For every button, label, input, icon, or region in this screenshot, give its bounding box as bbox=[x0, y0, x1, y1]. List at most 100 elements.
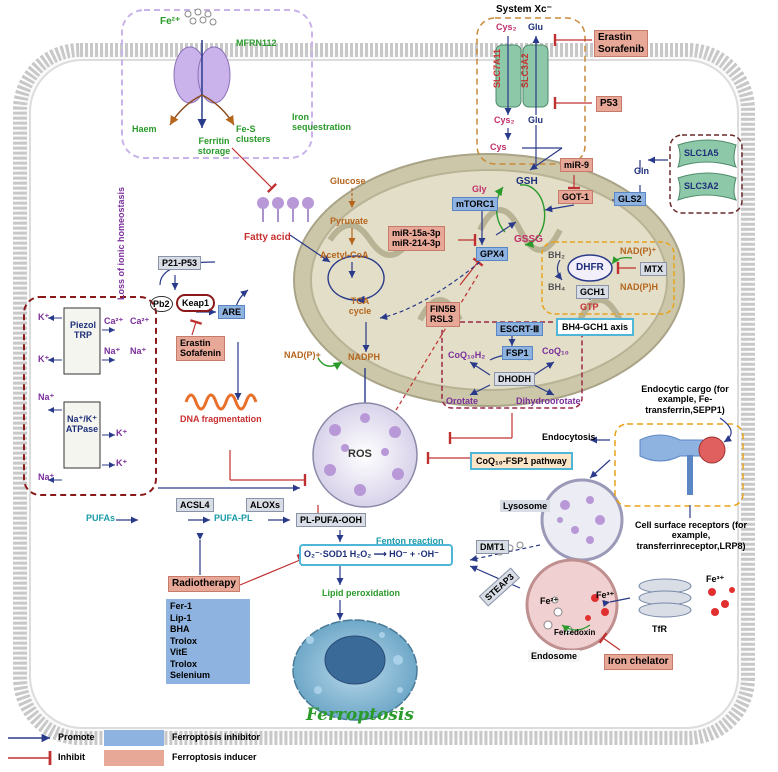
coq-pathway-box: CoQ₁₀-FSP1 pathway bbox=[470, 452, 573, 471]
gls2-box: GLS2 bbox=[614, 192, 646, 207]
got1-box: GOT-1 bbox=[558, 190, 594, 205]
bh4-label: BH₄ bbox=[548, 282, 566, 292]
mtx-box: MTX bbox=[640, 262, 667, 277]
slc7a11-label: SLC7A11 bbox=[492, 48, 502, 88]
atpase-label: Na⁺/K⁺ ATPase bbox=[65, 414, 99, 435]
k-label-4: K⁺ bbox=[116, 458, 128, 468]
legend-inhibitor: Ferroptosis inhibitor bbox=[172, 732, 261, 742]
pyruvate-label: Pyruvate bbox=[330, 216, 369, 226]
pufas-label: PUFAs bbox=[86, 513, 116, 523]
nadph-label: NADPH bbox=[348, 352, 381, 362]
fenton-reaction: O₂⁻·SOD1 H₂O₂ ⟶ HO⁻ + ·OH⁻ bbox=[304, 549, 439, 559]
pb2-label: Pb2 bbox=[150, 296, 173, 313]
inhibitor-lip1: Lip-1 bbox=[170, 612, 192, 623]
slc1a5-label: SLC1A5 bbox=[684, 148, 719, 158]
cys2-bottom: Cys₂ bbox=[494, 115, 515, 125]
tfr-label: TfR bbox=[652, 624, 667, 634]
p21-p53-box: P21-P53 bbox=[158, 256, 202, 271]
ca-label-2: Ca²⁺ bbox=[130, 316, 150, 326]
gch1-box: GCH1 bbox=[576, 285, 610, 300]
system-xc-title: System Xc⁻ bbox=[496, 4, 552, 15]
acetyl-coa-label: Acetyl-CoA bbox=[320, 250, 369, 260]
endo-fe2-label: Fe²⁺ bbox=[540, 596, 559, 606]
acsl4-box: ACSL4 bbox=[176, 498, 214, 513]
slc3a2-label: SLC3A2 bbox=[520, 53, 530, 88]
glucose-label: Glucose bbox=[330, 176, 366, 186]
mir9-box: miR-9 bbox=[560, 158, 594, 173]
are-box: ARE bbox=[218, 305, 246, 320]
inhibitor-trolox-2: Trolox bbox=[170, 658, 198, 669]
iron-sequestration-label: Iron sequestration bbox=[292, 112, 352, 133]
legend-inducer: Ferroptosis inducer bbox=[172, 752, 257, 762]
escrt-box: ESCRT-Ⅲ bbox=[496, 322, 544, 337]
endocytic-cargo-label: Endocytic cargo (for example, Fe-transfe… bbox=[641, 384, 729, 415]
fatty-acid-label: Fatty acid bbox=[244, 232, 291, 243]
gpx4-box: GPX4 bbox=[476, 247, 509, 262]
bh2-label: BH₂ bbox=[548, 250, 565, 260]
gsh-label: GSH bbox=[516, 176, 538, 187]
pufa-pl-label: PUFA-PL bbox=[214, 513, 253, 523]
tca-label: TCA cycle bbox=[348, 296, 372, 317]
dna-fragmentation-label: DNA fragmentation bbox=[180, 414, 262, 424]
na-label-3: Na⁺ bbox=[38, 392, 55, 402]
endo-fe3-label: Fe³⁺ bbox=[596, 590, 615, 600]
orotate-label: Orotate bbox=[446, 396, 479, 406]
lysosome-label: Lysosome bbox=[500, 500, 551, 513]
piezo-trp-label: Piezol TRP bbox=[69, 320, 96, 341]
bh4-nadph-label: NAD(P)H bbox=[620, 282, 658, 292]
ferroptosis-label: Ferroptosis bbox=[306, 705, 414, 725]
pl-pufa-ooh-box: PL-PUFA-OOH bbox=[296, 513, 366, 528]
k-label-2: K⁺ bbox=[38, 354, 50, 364]
ferritin-label: Ferritin storage bbox=[197, 136, 231, 157]
glu-top: Glu bbox=[528, 22, 543, 32]
gly-label: Gly bbox=[472, 184, 487, 194]
gtp-label: GTP bbox=[580, 302, 599, 312]
p53-box: P53 bbox=[596, 96, 622, 112]
mtorc1-box: mTORC1 bbox=[452, 197, 499, 212]
fe2-label: Fe²⁺ bbox=[160, 16, 181, 27]
aloxs-box: ALOXs bbox=[246, 498, 285, 513]
endosome-label: Endosome bbox=[528, 650, 581, 663]
ferredoxin-label: Ferredoxin bbox=[554, 628, 596, 637]
legend-inhibit: Inhibit bbox=[58, 752, 85, 762]
fsp1-box: FSP1 bbox=[502, 346, 533, 361]
lipid-peroxidation-label: Lipid peroxidation bbox=[322, 588, 400, 598]
keap1-label: Keap1 bbox=[176, 294, 216, 313]
cys-label: Cys bbox=[490, 142, 507, 152]
na-label-2: Na⁺ bbox=[130, 346, 147, 356]
inhibitor-selenium: Selenium bbox=[170, 670, 211, 681]
cys2-top: Cys₂ bbox=[496, 22, 517, 32]
receptors-label: Cell surface receptors (for example, tra… bbox=[634, 520, 748, 551]
ionic-loss-label: Loss of ionic homeostasis bbox=[116, 186, 126, 300]
nadp-label: NAD(P)+ bbox=[284, 350, 321, 360]
mfrn-label: MFRN112 bbox=[236, 38, 277, 48]
coq10h2-label: CoQ₁₀H₂ bbox=[448, 350, 486, 360]
bh4-axis-box: BH4-GCH1 axis bbox=[556, 318, 635, 337]
haem-label: Haem bbox=[132, 124, 157, 134]
inhibitor-fer1: Fer-1 bbox=[170, 601, 193, 611]
dhfr-label: DHFR bbox=[576, 262, 604, 273]
dihydroorotate-label: Dihydroorotate bbox=[516, 396, 581, 406]
bh4-nadp-label: NAD(P)⁺ bbox=[620, 246, 657, 256]
slc3a2-glut-label: SLC3A2 bbox=[684, 181, 719, 191]
ca-label-1: Ca²⁺ bbox=[104, 316, 124, 326]
endocytosis-label: Endocytosis bbox=[542, 432, 596, 442]
fes-label: Fe-S clusters bbox=[236, 124, 271, 145]
dhodh-box: DHODH bbox=[494, 372, 535, 387]
inhibitor-vite: VitE bbox=[170, 647, 188, 658]
fe3-label: Fe³⁺ bbox=[706, 574, 725, 584]
k-label-3: K⁺ bbox=[116, 428, 128, 438]
inhibitors-list: Fer-1 Lip-1 BHA Trolox VitE Trolox Selen… bbox=[166, 599, 250, 684]
dmt1-box: DMT1 bbox=[476, 540, 509, 555]
inhibitor-bha: BHA bbox=[170, 624, 190, 635]
na-label-1: Na⁺ bbox=[104, 346, 121, 356]
iron-chelator-box: Iron chelator bbox=[604, 654, 673, 670]
na-label-4: Na⁺ bbox=[38, 472, 55, 482]
glu-bottom: Glu bbox=[528, 115, 543, 125]
inhibitor-trolox: Trolox bbox=[170, 635, 198, 646]
coq10-label: CoQ₁₀ bbox=[542, 346, 569, 356]
